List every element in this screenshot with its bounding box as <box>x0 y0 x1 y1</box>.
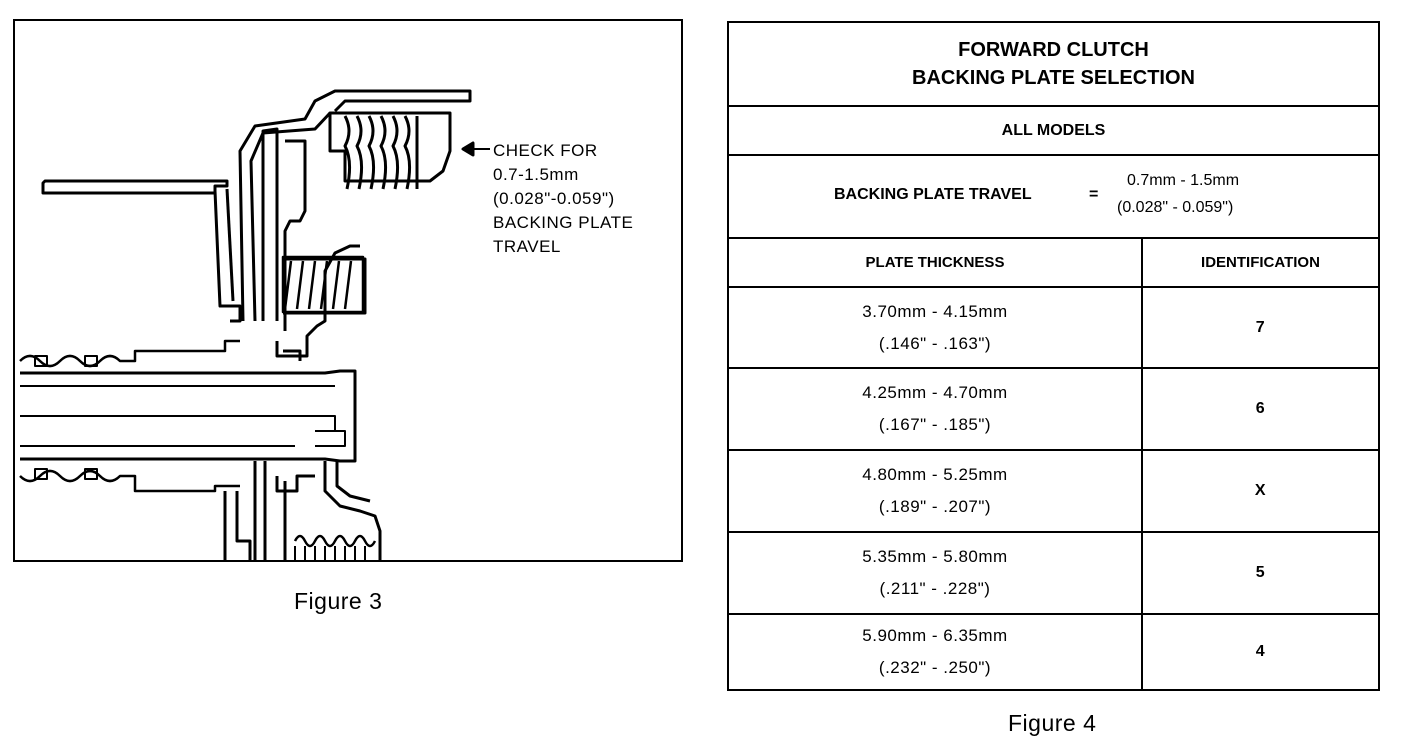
table-row: 4.80mm - 5.25mm (.189" - .207") X <box>729 451 1378 533</box>
travel-mm: 0.7mm - 1.5mm <box>1127 172 1240 189</box>
backing-plate-travel-callout: CHECK FOR 0.7-1.5mm (0.028"-0.059") BACK… <box>493 139 633 259</box>
table-row: 5.35mm - 5.80mm (.211" - .228") 5 <box>729 533 1378 615</box>
travel-equals: = <box>1089 186 1099 203</box>
thickness-inch: (.211" - .228") <box>879 579 991 598</box>
travel-inch: (0.028" - 0.059") <box>1117 199 1234 216</box>
identification-cell: 6 <box>1255 400 1266 417</box>
table-row: 4.25mm - 4.70mm (.167" - .185") 6 <box>729 369 1378 451</box>
thickness-mm: 5.90mm - 6.35mm <box>862 626 1008 645</box>
identification-cell: X <box>1254 482 1267 499</box>
thickness-cell: 5.90mm - 6.35mm (.232" - .250") <box>729 615 1143 689</box>
figure-4-caption: Figure 4 <box>1008 710 1097 736</box>
figure-3-diagram: CHECK FOR 0.7-1.5mm (0.028"-0.059") BACK… <box>13 19 683 562</box>
figure-3-caption: Figure 3 <box>294 588 383 614</box>
callout-line-1: CHECK FOR <box>493 141 598 160</box>
callout-line-5: TRAVEL <box>493 237 561 256</box>
identification-cell: 4 <box>1255 643 1266 660</box>
table-title-line-2: BACKING PLATE SELECTION <box>912 67 1195 89</box>
identification-cell: 7 <box>1255 318 1266 336</box>
thickness-inch: (.146" - .163") <box>878 333 992 353</box>
table-title-line-1: FORWARD CLUTCH <box>958 39 1149 61</box>
thickness-mm: 4.80mm - 5.25mm <box>862 465 1008 484</box>
table-row: 3.70mm - 4.15mm (.146" - .163") 7 <box>729 288 1378 369</box>
travel-row: BACKING PLATE TRAVEL = 0.7mm - 1.5mm (0.… <box>729 156 1378 239</box>
thickness-mm: 5.35mm - 5.80mm <box>862 547 1008 566</box>
thickness-cell: 4.25mm - 4.70mm (.167" - .185") <box>729 369 1143 449</box>
thickness-mm: 4.25mm - 4.70mm <box>862 383 1008 402</box>
table-header-row: PLATE THICKNESS IDENTIFICATION <box>729 239 1378 288</box>
thickness-cell: 5.35mm - 5.80mm (.211" - .228") <box>729 533 1143 613</box>
header-plate-thickness: PLATE THICKNESS <box>729 239 1143 286</box>
travel-label: BACKING PLATE TRAVEL <box>834 186 1032 203</box>
callout-line-2: 0.7-1.5mm <box>493 165 579 184</box>
backing-plate-selection-table: FORWARD CLUTCH BACKING PLATE SELECTION A… <box>727 21 1380 691</box>
thickness-inch: (.167" - .185") <box>878 415 992 434</box>
thickness-inch: (.189" - .207") <box>878 497 992 516</box>
all-models-row: ALL MODELS <box>729 107 1378 156</box>
identification-cell: 5 <box>1255 564 1266 581</box>
thickness-cell: 3.70mm - 4.15mm (.146" - .163") <box>729 288 1143 367</box>
callout-line-4: BACKING PLATE <box>493 213 634 232</box>
all-models-label: ALL MODELS <box>1001 121 1106 139</box>
table-row: 5.90mm - 6.35mm (.232" - .250") 4 <box>729 615 1378 689</box>
callout-line-3: (0.028"-0.059") <box>493 189 615 208</box>
thickness-mm: 3.70mm - 4.15mm <box>862 301 1008 321</box>
clutch-cross-section-drawing <box>19 89 490 560</box>
thickness-cell: 4.80mm - 5.25mm (.189" - .207") <box>729 451 1143 531</box>
header-identification: IDENTIFICATION <box>1201 254 1320 271</box>
table-title: FORWARD CLUTCH BACKING PLATE SELECTION <box>729 23 1378 107</box>
thickness-inch: (.232" - .250") <box>878 658 992 677</box>
